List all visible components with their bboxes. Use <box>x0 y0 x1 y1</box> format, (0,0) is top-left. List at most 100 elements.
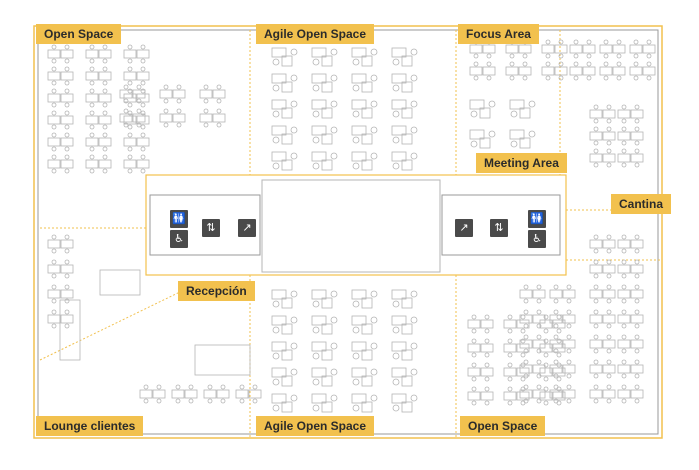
chair <box>370 48 378 56</box>
chair <box>410 394 418 402</box>
desk <box>518 66 532 76</box>
desk <box>321 81 333 93</box>
chair <box>290 126 298 134</box>
desk <box>630 314 644 324</box>
desk <box>281 349 293 361</box>
chair <box>272 378 280 386</box>
desk <box>351 47 367 58</box>
chair <box>102 44 108 50</box>
desk <box>482 44 496 54</box>
desk <box>47 137 61 147</box>
chair <box>523 359 529 365</box>
desk <box>271 99 287 110</box>
chair <box>566 384 572 390</box>
chair <box>558 39 564 45</box>
label-lounge-clientes: Lounge clientes <box>36 416 144 436</box>
chair <box>507 314 513 320</box>
chair <box>536 398 542 404</box>
chair <box>473 61 479 67</box>
chair <box>520 362 526 368</box>
desk <box>271 289 287 300</box>
chair <box>558 53 564 59</box>
chair <box>634 259 640 265</box>
desk <box>281 375 293 387</box>
desk <box>630 109 644 119</box>
desk <box>311 47 327 58</box>
chair <box>163 122 169 128</box>
desk <box>480 367 494 377</box>
chair <box>239 398 245 404</box>
chair <box>470 110 478 118</box>
chair <box>127 66 133 72</box>
desk <box>629 44 643 54</box>
label-open-space-top-left: Open Space <box>36 24 122 44</box>
chair <box>634 104 640 110</box>
desk <box>194 344 251 376</box>
chair <box>392 110 400 118</box>
chair <box>566 309 572 315</box>
desk <box>617 264 631 274</box>
chair <box>123 84 129 90</box>
desk <box>629 66 643 76</box>
chair <box>593 248 599 254</box>
chair <box>370 342 378 350</box>
desk <box>184 389 198 399</box>
chair <box>606 334 612 340</box>
desk <box>630 364 644 374</box>
desk <box>119 113 133 123</box>
desk <box>98 71 112 81</box>
chair <box>593 118 599 124</box>
desk <box>467 367 481 377</box>
chair <box>51 309 57 315</box>
chair <box>484 338 490 344</box>
desk <box>123 115 137 125</box>
desk <box>123 49 137 59</box>
chair <box>556 352 562 358</box>
chair <box>207 384 213 390</box>
chair <box>484 314 490 320</box>
chair <box>556 362 562 368</box>
chair <box>633 39 639 45</box>
chair <box>51 248 57 254</box>
chair <box>140 102 146 108</box>
chair <box>370 368 378 376</box>
chair <box>51 154 57 160</box>
desk <box>281 297 293 309</box>
chair <box>272 136 280 144</box>
desk <box>361 349 373 361</box>
desk <box>602 339 616 349</box>
chair <box>312 404 320 412</box>
chair <box>522 61 528 67</box>
chair <box>140 58 146 64</box>
desk <box>98 115 112 125</box>
label-agile-open-space-top: Agile Open Space <box>256 24 375 44</box>
chair <box>573 61 579 67</box>
desk <box>469 99 485 110</box>
chair <box>523 298 529 304</box>
chair <box>536 348 542 354</box>
chair <box>352 84 360 92</box>
desk <box>271 367 287 378</box>
chair <box>543 376 549 382</box>
desk <box>132 113 146 123</box>
desk <box>203 389 217 399</box>
core-outline <box>145 174 567 276</box>
desk <box>351 151 367 162</box>
chair <box>370 100 378 108</box>
chair <box>140 154 146 160</box>
core-atrium <box>261 179 441 273</box>
chair <box>507 338 513 344</box>
chair <box>634 148 640 154</box>
chair <box>64 44 70 50</box>
chair <box>553 348 559 354</box>
chair <box>616 75 622 81</box>
chair <box>216 84 222 90</box>
chair <box>520 352 526 358</box>
desk <box>60 49 74 59</box>
chair <box>646 75 652 81</box>
chair <box>64 124 70 130</box>
chair <box>392 300 400 308</box>
chair <box>143 384 149 390</box>
chair <box>621 298 627 304</box>
chair <box>543 314 549 320</box>
